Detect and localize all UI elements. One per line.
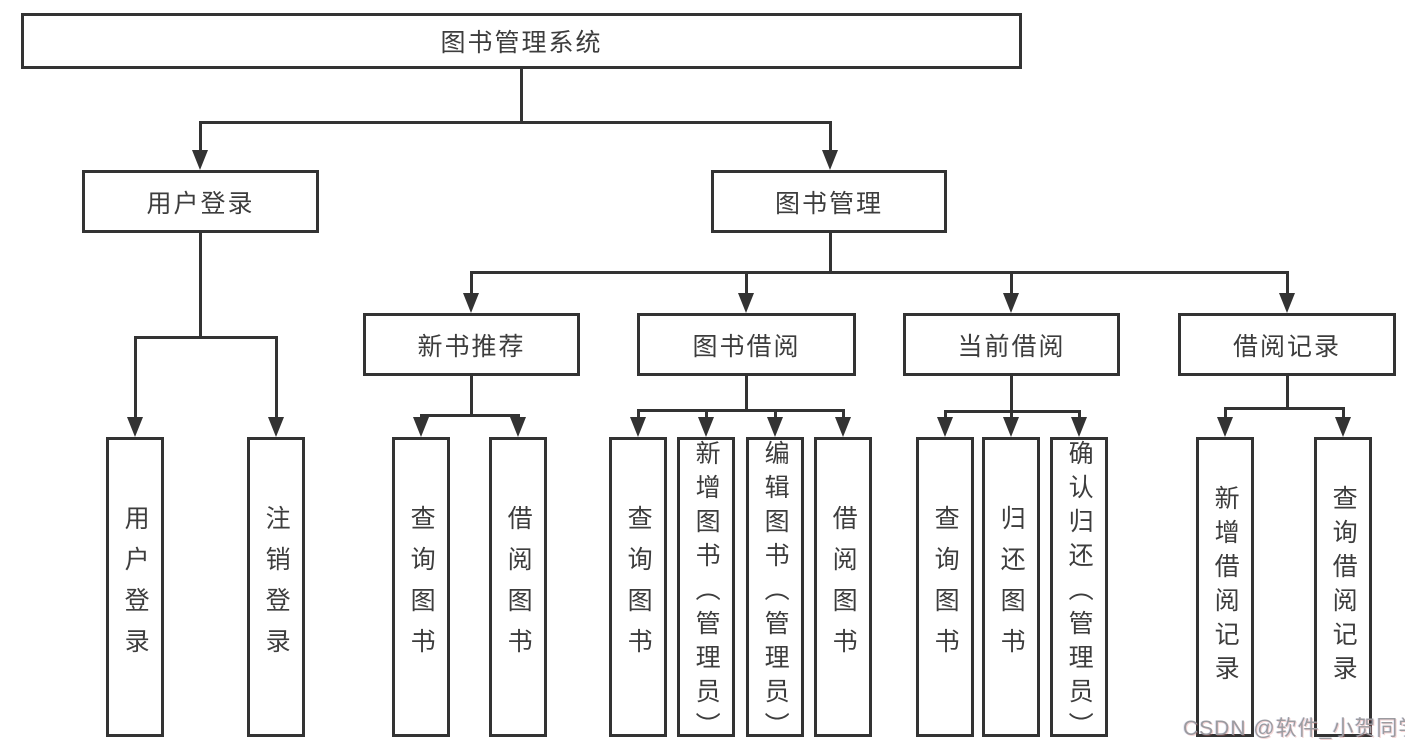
node-library-system: 图书管理系统 <box>21 13 1022 69</box>
node-label: 归还图书 <box>997 505 1026 669</box>
arrow-down-icon <box>510 417 526 437</box>
leaf-edit-books-admin: 编辑图书（管理员） <box>746 437 804 746</box>
arrow-down-icon <box>698 417 714 437</box>
node-label: 确认归还（管理员） <box>1065 440 1094 746</box>
connector-vline <box>275 336 278 419</box>
connector-vline <box>842 409 845 419</box>
connector-vline <box>829 233 832 273</box>
connector-vline <box>705 409 708 419</box>
leaf-borrow-books-borrowing: 借阅图书 <box>814 437 872 737</box>
connector-hline <box>637 409 844 412</box>
connector-vline <box>1010 410 1013 419</box>
arrow-down-icon <box>1217 417 1233 437</box>
leaf-query-borrow-record: 查询借阅记录 <box>1314 437 1372 737</box>
connector-vline <box>745 271 748 295</box>
leaf-confirm-return-admin: 确认归还（管理员） <box>1050 437 1108 746</box>
arrow-down-icon <box>835 417 851 437</box>
connector-vline <box>1342 407 1345 419</box>
node-book-borrowing: 图书借阅 <box>637 313 856 376</box>
arrow-down-icon <box>192 150 208 170</box>
node-current-borrowing: 当前借阅 <box>903 313 1120 376</box>
node-label: 编辑图书（管理员） <box>761 440 790 746</box>
arrow-down-icon <box>767 417 783 437</box>
arrow-down-icon <box>738 293 754 313</box>
leaf-query-books-recommend: 查询图书 <box>392 437 450 737</box>
node-label: 图书管理系统 <box>440 29 603 57</box>
connector-vline <box>1286 271 1289 295</box>
leaf-user-login: 用户登录 <box>106 437 164 737</box>
connector-vline <box>517 414 520 419</box>
connector-vline <box>1286 376 1289 409</box>
leaf-add-books-admin: 新增图书（管理员） <box>677 437 735 746</box>
arrow-down-icon <box>937 417 953 437</box>
node-label: 查询图书 <box>624 505 653 669</box>
node-book-management: 图书管理 <box>711 170 947 233</box>
node-label: 新增图书（管理员） <box>692 440 721 746</box>
arrow-down-icon <box>822 150 838 170</box>
connector-hline <box>199 121 831 124</box>
node-label: 查询图书 <box>931 505 960 669</box>
node-new-book-recommendation: 新书推荐 <box>363 313 580 376</box>
connector-vline <box>520 69 523 123</box>
node-label: 用户登录 <box>121 505 150 669</box>
connector-vline <box>829 121 832 152</box>
leaf-return-books: 归还图书 <box>982 437 1040 737</box>
arrow-down-icon <box>268 417 284 437</box>
node-label: 用户登录 <box>146 189 255 218</box>
connector-vline <box>134 336 137 419</box>
arrow-down-icon <box>127 417 143 437</box>
connector-hline <box>134 336 277 339</box>
node-label: 图书管理 <box>774 189 883 218</box>
arrow-down-icon <box>1279 293 1295 313</box>
connector-vline <box>470 376 473 416</box>
csdn-watermark: CSDN @软件_小贺同学 <box>1183 717 1405 740</box>
arrow-down-icon <box>630 417 646 437</box>
node-label: 借阅记录 <box>1232 332 1341 361</box>
node-label: 借阅图书 <box>504 505 533 669</box>
leaf-borrow-books-recommend: 借阅图书 <box>489 437 547 737</box>
arrow-down-icon <box>413 417 429 437</box>
connector-vline <box>1010 271 1013 295</box>
connector-vline <box>774 409 777 419</box>
leaf-add-borrow-record: 新增借阅记录 <box>1196 437 1254 737</box>
connector-vline <box>420 414 423 419</box>
arrow-down-icon <box>1003 417 1019 437</box>
connector-hline <box>420 414 519 417</box>
arrow-down-icon <box>1003 293 1019 313</box>
connector-vline <box>1010 376 1013 412</box>
node-label: 查询借阅记录 <box>1329 485 1358 689</box>
connector-vline <box>470 271 473 295</box>
connector-vline <box>1224 407 1227 419</box>
connector-hline <box>470 271 1288 274</box>
leaf-query-books-borrowing: 查询图书 <box>609 437 667 737</box>
node-label: 借阅图书 <box>829 505 858 669</box>
connector-hline <box>1224 407 1344 410</box>
arrow-down-icon <box>1071 417 1087 437</box>
node-borrowing-records: 借阅记录 <box>1178 313 1396 376</box>
node-label: 查询图书 <box>407 505 436 669</box>
node-label: 当前借阅 <box>957 332 1066 361</box>
node-user-login: 用户登录 <box>82 170 319 233</box>
arrow-down-icon <box>1335 417 1351 437</box>
node-label: 注销登录 <box>262 505 291 669</box>
connector-vline <box>1078 410 1081 419</box>
connector-vline <box>637 409 640 419</box>
node-label: 新增借阅记录 <box>1211 485 1240 689</box>
leaf-query-books-current: 查询图书 <box>916 437 974 737</box>
connector-vline <box>199 233 202 337</box>
connector-vline <box>944 410 947 419</box>
arrow-down-icon <box>463 293 479 313</box>
connector-vline <box>745 376 748 411</box>
node-label: 新书推荐 <box>417 332 526 361</box>
node-label: 图书借阅 <box>692 332 801 361</box>
leaf-logout: 注销登录 <box>247 437 305 737</box>
connector-vline <box>199 121 202 152</box>
